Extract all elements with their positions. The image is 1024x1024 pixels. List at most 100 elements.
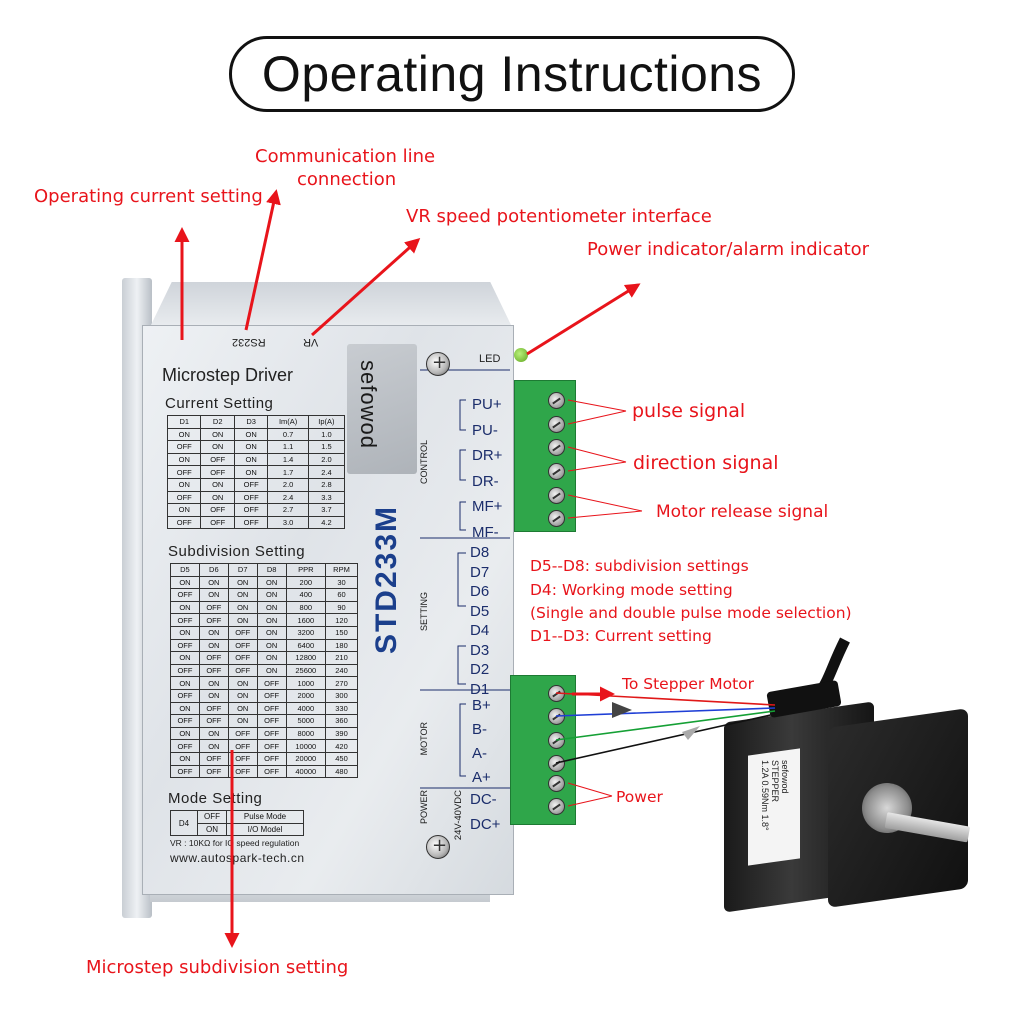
mode-cell: ON	[197, 822, 227, 837]
microstep-subdivision-label: Microstep subdivision setting	[86, 957, 349, 978]
current-setting-title: Current Setting	[165, 395, 274, 412]
wire-arrow	[682, 726, 700, 740]
terminal-pin-label: D1	[470, 680, 490, 698]
motor-label-line: sefowod	[780, 760, 790, 794]
terminal-pin-label: PU-	[472, 421, 498, 439]
table-cell: 2.0	[307, 452, 346, 467]
table-cell: 480	[325, 764, 358, 779]
terminal-pin-label: MF+	[472, 498, 503, 515]
pulse-signal-label: pulse signal	[632, 400, 746, 422]
table-cell: 10000	[285, 739, 327, 753]
terminal-screw	[548, 798, 565, 815]
note-line: D4: Working mode setting	[530, 581, 733, 599]
terminal-pin-label: A-	[472, 745, 487, 762]
terminal-pin-label: D6	[470, 583, 490, 600]
terminal-pin-label: PU+	[472, 396, 502, 413]
table-header-cell: D3	[233, 415, 269, 429]
cable-connector	[766, 680, 842, 718]
terminal-pin-label: D5	[470, 602, 490, 620]
mount-screw-top	[426, 352, 450, 376]
terminal-pin-label: D7	[470, 563, 490, 581]
terminal-screw	[548, 416, 565, 433]
terminal-pin-label: MF-	[472, 523, 499, 541]
terminal-pin-label: DC+	[470, 816, 501, 833]
terminal-pin-label: B+	[472, 697, 491, 714]
wire-green	[555, 710, 776, 741]
terminal-pin-label: D8	[470, 544, 490, 561]
vr-note: VR : 10KΩ for IO speed regulation	[170, 838, 300, 848]
terminal-screw	[548, 463, 565, 480]
table-cell: 4.2	[307, 515, 346, 530]
note-line: (Single and double pulse mode selection)	[530, 604, 852, 622]
wire-arrow	[612, 702, 632, 718]
table-cell: 1.7	[267, 465, 309, 479]
power-label: Power	[616, 788, 663, 806]
mode-setting-table: D4 OFF Pulse Mode ON I/O Model	[170, 809, 304, 837]
table-cell: 3.0	[267, 515, 309, 530]
motor-label-line: 1.2A 0.59Nm 1.8°	[760, 760, 770, 831]
to-stepper-label: To Stepper Motor	[622, 675, 754, 693]
led-label: LED	[479, 353, 501, 365]
page-title: Operating Instructions	[261, 46, 763, 102]
website: www.autospark-tech.cn	[170, 851, 305, 865]
table-cell: 40000	[285, 764, 327, 779]
motor-power-terminal-block	[510, 675, 576, 825]
terminal-screw	[548, 439, 565, 456]
title-frame: Operating Instructions	[229, 36, 795, 112]
wire-black	[555, 713, 776, 764]
motor-label-line: STEPPER	[770, 760, 780, 803]
led-indicator	[514, 348, 528, 362]
terminal-pin-label: A+	[472, 769, 491, 786]
terminal-pin-label: DR+	[472, 447, 503, 464]
direction-signal-label: direction signal	[633, 452, 779, 474]
motor-nameplate-text: sefowod STEPPER 1.2A 0.59Nm 1.8°	[760, 760, 790, 831]
terminal-pin-label: B-	[472, 721, 487, 738]
mode-setting-title: Mode Setting	[168, 790, 263, 807]
subdivision-setting-title: Subdivision Setting	[168, 543, 306, 560]
terminal-screw	[548, 487, 565, 504]
wire-blue	[555, 707, 776, 717]
brand-sticker	[347, 344, 417, 474]
table-cell: OFF	[227, 764, 258, 779]
communication-line-label: Communication line	[255, 146, 436, 167]
operating-current-label: Operating current setting	[34, 186, 263, 207]
motor-release-label: Motor release signal	[656, 502, 829, 522]
table-cell: OFF	[233, 515, 269, 530]
terminal-pin-label: DC-	[470, 791, 497, 808]
vr-interface-label: VR speed potentiometer interface	[406, 206, 712, 227]
table-cell: 1.0	[307, 427, 346, 442]
terminal-screw	[548, 775, 565, 792]
mount-screw-bottom	[426, 835, 450, 859]
mode-switch-cell: D4	[170, 809, 198, 837]
note-line: D1--D3: Current setting	[530, 627, 712, 645]
driver-heading: Microstep Driver	[162, 365, 294, 385]
terminal-pin-label: D3	[470, 641, 490, 659]
terminal-screw	[548, 392, 565, 409]
control-terminal-block	[514, 380, 576, 532]
terminal-screw	[548, 510, 565, 527]
table-cell: 6400	[285, 638, 327, 653]
communication-connection-label: connection	[297, 169, 397, 190]
terminal-pin-label: D4	[470, 622, 490, 639]
terminal-pin-label: D2	[470, 661, 490, 678]
brand-logo: sefowod	[356, 360, 381, 449]
mode-cell: I/O Model	[226, 822, 304, 837]
